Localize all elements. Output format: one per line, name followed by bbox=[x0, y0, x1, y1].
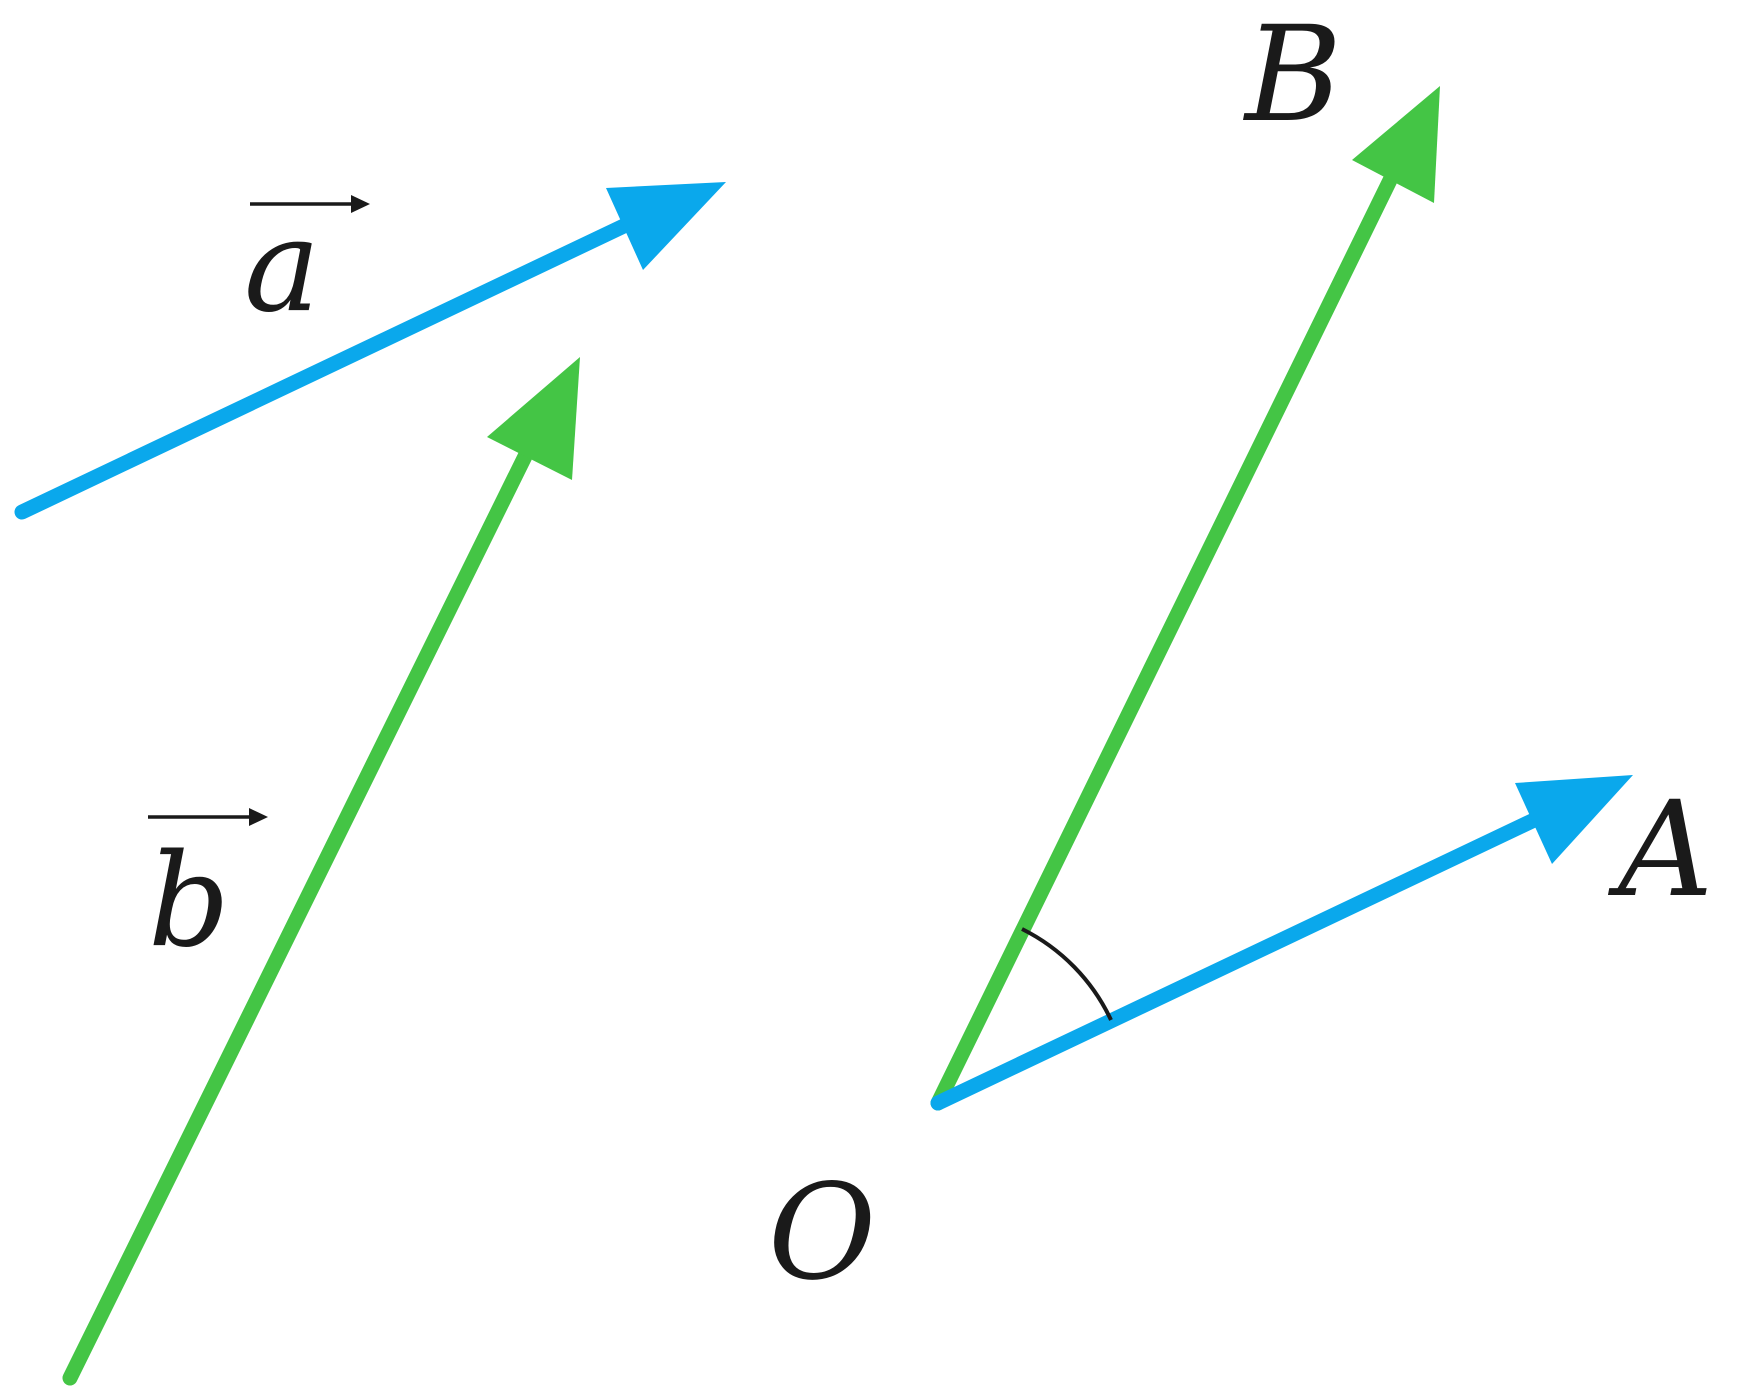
vector-b-label: b bbox=[148, 808, 268, 976]
vector-b-shaft bbox=[62, 422, 546, 1386]
point-O-label: O bbox=[768, 1156, 876, 1310]
vector-OB bbox=[930, 86, 1440, 1111]
point-A-label: A bbox=[1607, 773, 1713, 927]
vector-b-arrowhead bbox=[487, 357, 580, 480]
vector-b bbox=[62, 357, 580, 1386]
vector-OB-arrowhead bbox=[1352, 86, 1440, 203]
vector-OA-shaft bbox=[930, 795, 1578, 1111]
vector-a-label: a bbox=[244, 192, 370, 341]
vector-OA bbox=[930, 775, 1633, 1111]
vector-b-text: b bbox=[148, 827, 230, 976]
point-B-label: B bbox=[1243, 0, 1342, 152]
vector-a-arrowhead bbox=[606, 182, 726, 270]
vector-a-overarrow-head bbox=[351, 195, 370, 213]
angle-arc bbox=[1021, 927, 1113, 1021]
vector-a bbox=[14, 182, 726, 520]
vector-b-overarrow-head bbox=[249, 808, 268, 826]
vector-a-text: a bbox=[244, 192, 320, 341]
vector-OB-shaft bbox=[930, 162, 1403, 1111]
vector-a-shaft bbox=[14, 197, 676, 520]
vector-OA-arrowhead bbox=[1515, 775, 1633, 864]
